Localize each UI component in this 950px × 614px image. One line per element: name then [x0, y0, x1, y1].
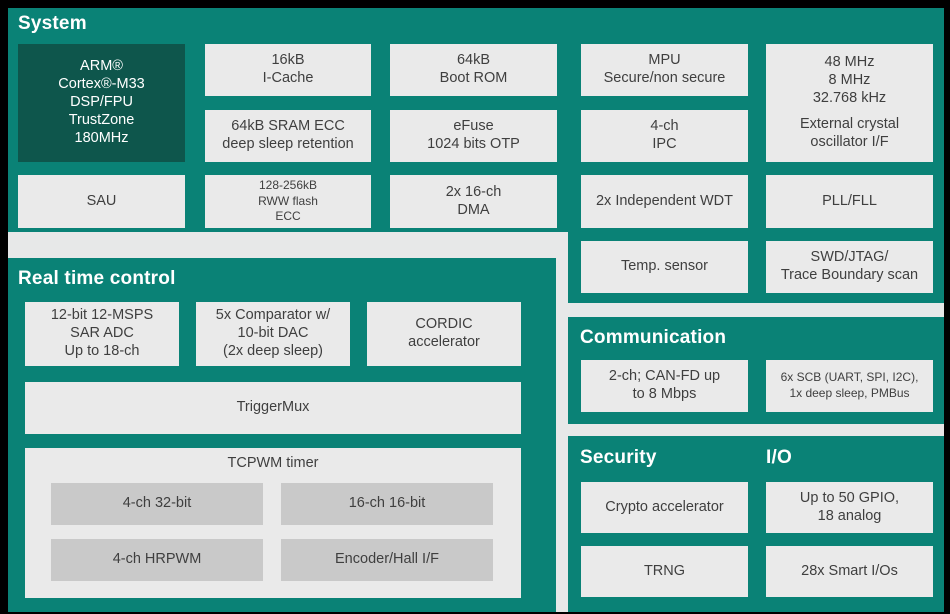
block-flash: 128-256kB RWW flash ECC — [205, 175, 371, 228]
block-tcpwm-16bit: 16-ch 16-bit — [281, 483, 493, 525]
block-comparator: 5x Comparator w/ 10-bit DAC (2x deep sle… — [196, 302, 350, 366]
block-gpio: Up to 50 GPIO, 18 analog — [766, 482, 933, 533]
block-sau: SAU — [18, 175, 185, 228]
block-mpu: MPU Secure/non secure — [581, 44, 748, 96]
tcpwm-title: TCPWM timer — [227, 455, 319, 471]
system-title: System — [18, 13, 87, 34]
block-cpu: ARM® Cortex®-M33 DSP/FPU TrustZone 180MH… — [18, 44, 185, 162]
block-scb: 6x SCB (UART, SPI, I2C), 1x deep sleep, … — [766, 360, 933, 412]
security-title: Security — [580, 447, 657, 468]
block-tcpwm-hrpwm: 4-ch HRPWM — [51, 539, 263, 581]
block-temp-sensor: Temp. sensor — [581, 241, 748, 293]
block-tcpwm-encoder: Encoder/Hall I/F — [281, 539, 493, 581]
block-swd-jtag: SWD/JTAG/ Trace Boundary scan — [766, 241, 933, 293]
communication-title: Communication — [580, 327, 727, 348]
crystal-frequencies: 48 MHz 8 MHz 32.768 kHz — [812, 53, 887, 106]
tcpwm-container: TCPWM timer 4-ch 32-bit 16-ch 16-bit 4-c… — [25, 448, 521, 598]
block-efuse: eFuse 1024 bits OTP — [390, 110, 557, 162]
crystal-interface: External crystal oscillator I/F — [799, 116, 900, 151]
real-time-control-title: Real time control — [18, 268, 176, 289]
block-pll: PLL/FLL — [766, 175, 933, 228]
block-sram: 64kB SRAM ECC deep sleep retention — [205, 110, 371, 162]
block-sar-adc: 12-bit 12-MSPS SAR ADC Up to 18-ch — [25, 302, 179, 366]
block-ipc: 4-ch IPC — [581, 110, 748, 162]
block-bootrom: 64kB Boot ROM — [390, 44, 557, 96]
block-triggermux: TriggerMux — [25, 382, 521, 434]
block-crypto: Crypto accelerator — [581, 482, 748, 533]
block-smartio: 28x Smart I/Os — [766, 546, 933, 597]
block-canfd: 2-ch; CAN-FD up to 8 Mbps — [581, 360, 748, 412]
block-dma: 2x 16-ch DMA — [390, 175, 557, 228]
block-trng: TRNG — [581, 546, 748, 597]
io-title: I/O — [766, 447, 792, 468]
block-tcpwm-32bit: 4-ch 32-bit — [51, 483, 263, 525]
block-wdt: 2x Independent WDT — [581, 175, 748, 228]
block-crystal-oscillator: 48 MHz 8 MHz 32.768 kHz External crystal… — [766, 44, 933, 162]
block-cordic: CORDIC accelerator — [367, 302, 521, 366]
block-icache: 16kB I-Cache — [205, 44, 371, 96]
